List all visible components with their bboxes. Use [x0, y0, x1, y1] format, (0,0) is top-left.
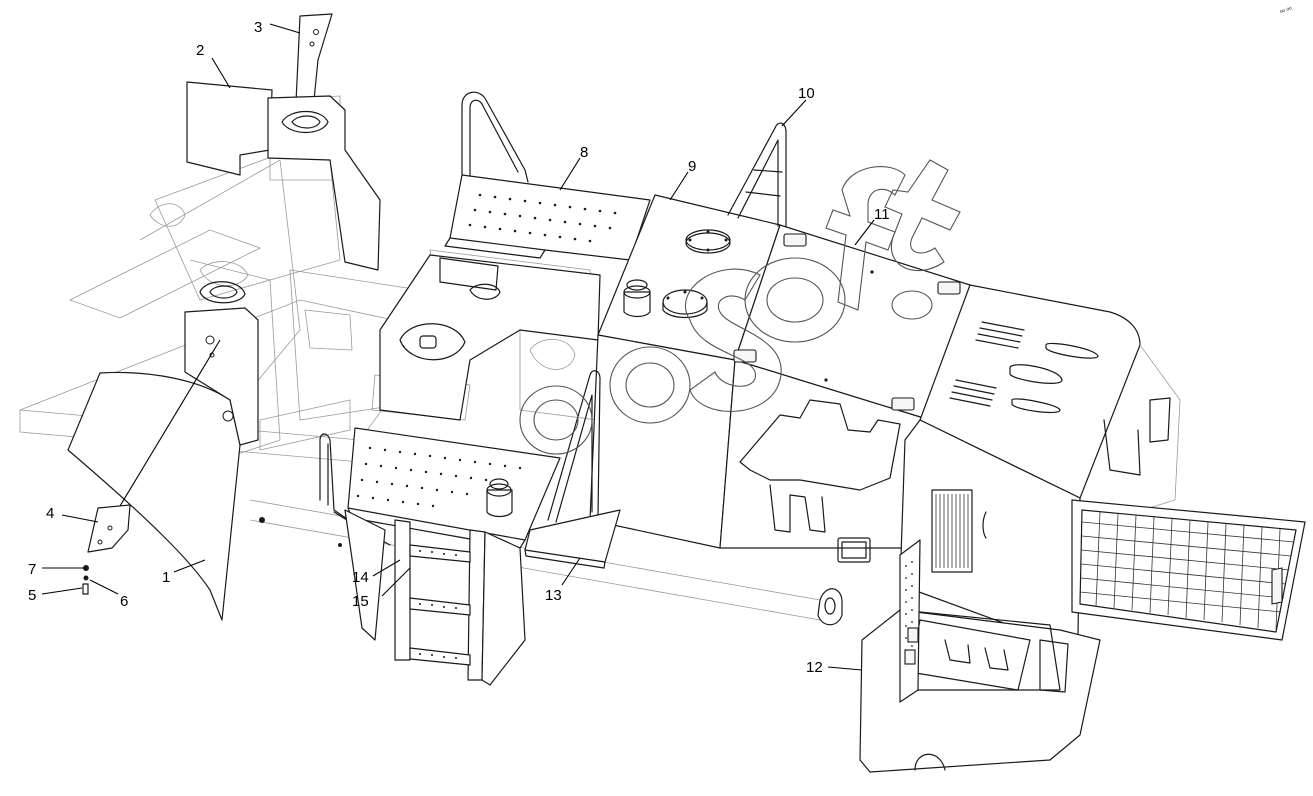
callout-1: 1: [162, 569, 170, 586]
access-ladder-stringer: [394, 519, 411, 661]
part-6-washer: [83, 575, 89, 581]
callout-4: 4: [46, 505, 54, 522]
inspection-window: [837, 537, 871, 563]
side-vent-grille: [931, 489, 973, 573]
lifting-eye: [817, 588, 843, 626]
hood-latch: [891, 397, 915, 411]
hood-latch: [937, 281, 961, 295]
callout-8: 8: [580, 144, 588, 161]
callout-15: 15: [352, 593, 369, 610]
radiator-screen-frame: [1071, 499, 1306, 641]
callout-5: 5: [28, 587, 36, 604]
side-mount-bracket: [184, 307, 259, 446]
watermark: [519, 159, 961, 455]
engine-hood-top: [919, 284, 1141, 499]
ladder-step: [409, 544, 471, 563]
battery-box-door: [899, 539, 921, 703]
callout-3: 3: [254, 19, 262, 36]
part-8-deck-plate: [449, 174, 651, 261]
hood-latch: [733, 349, 757, 363]
ladder-step: [409, 647, 471, 666]
part-14-15-panel: [344, 509, 386, 641]
callout-10: 10: [798, 85, 815, 102]
callout-12: 12: [806, 659, 823, 676]
part-10-handrail: [727, 122, 787, 229]
hood-panel-cutout: [739, 399, 901, 491]
tank-breather-cap: [623, 291, 651, 318]
part-2-plate: [186, 81, 273, 176]
part-7-washer: [83, 565, 89, 571]
battery-box-handle: [914, 753, 946, 771]
leader-lines: [41, 23, 875, 671]
callout-14: 14: [352, 569, 369, 586]
callout-9: 9: [688, 158, 696, 175]
lower-deck-perforations: [356, 446, 522, 508]
part-5-bolt: [82, 583, 89, 595]
hood-latch: [783, 233, 807, 247]
part-13-step-platform: [524, 509, 621, 563]
callout-7: 7: [28, 561, 36, 578]
part-1-panel: [67, 371, 241, 621]
ladder-step: [409, 597, 471, 616]
hydraulic-filler-cap: [486, 489, 513, 518]
center-frame: [379, 254, 601, 421]
callout-numbers: 3 2 10 8 9 11 4 7 1 5 6 14 13 15 12: [28, 19, 890, 676]
callout-6: 6: [120, 593, 128, 610]
callout-11: 11: [874, 206, 890, 223]
callout-13: 13: [545, 587, 562, 604]
radiator-screen-mesh: [1079, 511, 1295, 631]
fuel-tank-side: [481, 531, 526, 686]
part-12-battery-box: [859, 609, 1101, 773]
callout-2: 2: [196, 42, 204, 59]
part-3-strap: [295, 13, 333, 103]
part-13-step-handrail: [547, 370, 601, 521]
deck-8-perforations: [468, 193, 617, 243]
step-handrail: [319, 433, 391, 546]
corner-mark: ºº ºº: [1280, 6, 1294, 17]
hood-vent-grille: [949, 321, 1025, 407]
rear-handrail: [461, 91, 529, 186]
upper-mount-bracket: [267, 95, 381, 271]
